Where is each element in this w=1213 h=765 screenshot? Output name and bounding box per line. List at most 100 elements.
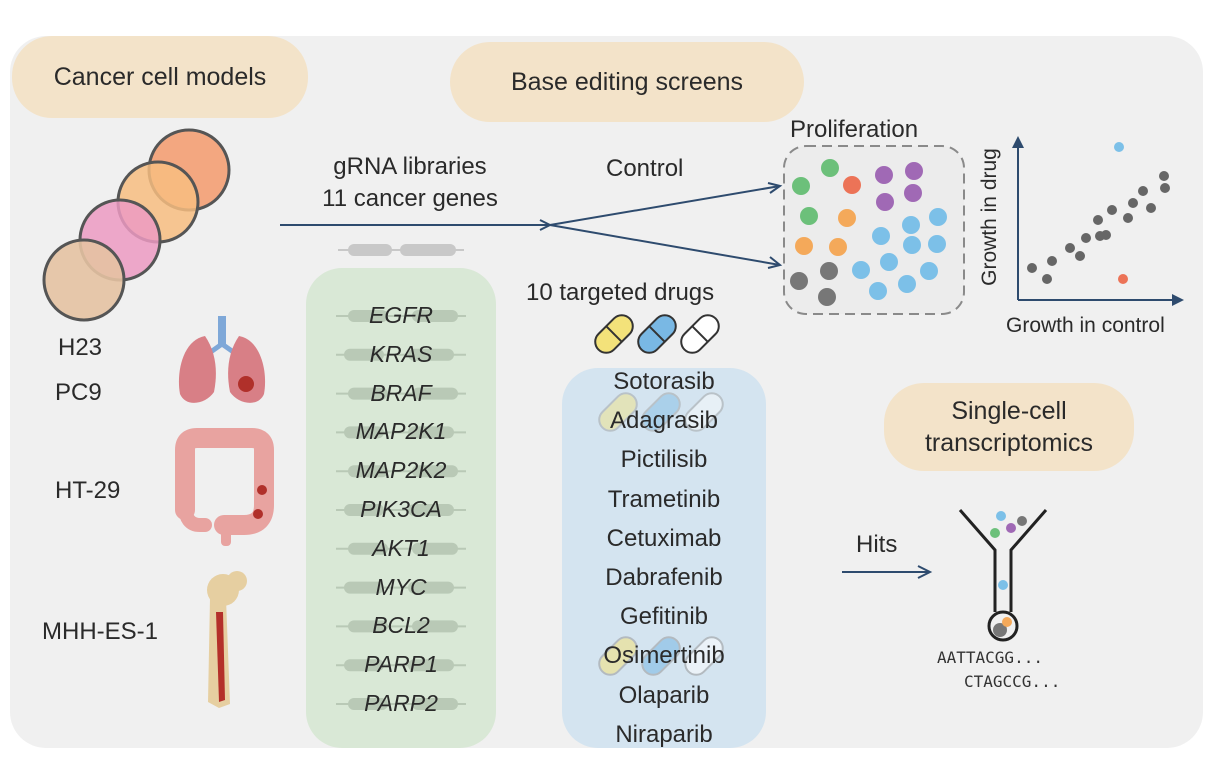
scatter-point (1118, 274, 1128, 284)
gene-strand-segment (412, 310, 458, 322)
scatter-point (1027, 263, 1037, 273)
gene-strand-segment (348, 542, 388, 555)
capsule-yellow-icon (594, 314, 634, 354)
sequence-line-2: CTAGCCG... (964, 672, 1061, 691)
gene-parp1: PARP1 (364, 651, 438, 678)
lungs-icon (178, 316, 266, 403)
single-cell-title-line1: Single-cell (951, 397, 1067, 425)
single-cell-header: Single-cell transcriptomics (884, 383, 1134, 471)
scatter-point (1146, 203, 1156, 213)
cell-dot (790, 272, 808, 290)
cell-dot (800, 207, 818, 225)
scatter-point (1101, 230, 1111, 240)
cell-dot (829, 238, 847, 256)
cell-dot (821, 159, 839, 177)
gene-library-box (306, 268, 496, 748)
cell-dot (880, 253, 898, 271)
cell-line-pc9: PC9 (55, 379, 102, 406)
library-label-line1: gRNA libraries (333, 153, 487, 180)
gene-strand-segment (344, 504, 384, 516)
gene-strand-segment (412, 542, 458, 555)
x-axis-label: Growth in control (1006, 314, 1165, 337)
scatter-point (1042, 274, 1052, 284)
drug-list-box (562, 368, 766, 748)
cell-dot (872, 227, 890, 245)
y-axis-label: Growth in drug (978, 148, 1001, 286)
single-cell-title-line2: transcriptomics (924, 429, 1094, 457)
cell-dot (920, 262, 938, 280)
hits-arrow (842, 565, 933, 579)
capsule-white-icon (680, 314, 720, 354)
gene-strand-segment (348, 387, 388, 400)
drug-dabrafenib: Dabrafenib (605, 564, 723, 591)
control-label: Control (606, 155, 684, 182)
cell-line-mhh-es-1: MHH-ES-1 (42, 618, 159, 645)
drug-niraparib: Niraparib (615, 720, 713, 748)
gene-strand-segment (408, 581, 454, 594)
cell-dot (838, 209, 856, 227)
drug-pictilisib: Pictilisib (620, 446, 708, 474)
gene-braf: BRAF (370, 379, 432, 406)
gene-map2k1: MAP2K1 (355, 418, 447, 445)
cell-models-title: Cancer cell models (53, 62, 267, 91)
faint-capsules-lower-icon (598, 636, 724, 676)
library-label-line2: 11 cancer genes (322, 185, 498, 212)
gene-strand-segment (344, 659, 384, 672)
scatter-point (1107, 205, 1117, 215)
scatter-point (1075, 251, 1085, 261)
library-to-screens-arrows (280, 182, 783, 269)
cell-dot (904, 184, 922, 202)
microfluidic-funnel-icon (958, 509, 1048, 642)
femur-icon (207, 571, 247, 708)
gene-strand-segment (348, 620, 388, 633)
cell-line-ht29: HT-29 (55, 477, 121, 504)
cell-dot (795, 237, 813, 255)
scatter-point (1160, 183, 1170, 193)
cell-dot (818, 288, 836, 306)
gene-pik3ca: PIK3CA (360, 496, 442, 522)
gene-akt1: AKT1 (372, 534, 430, 561)
funnel-cells (990, 511, 1027, 637)
cell-dot (929, 208, 947, 226)
cell-dot (852, 261, 870, 279)
cell-dot (928, 235, 946, 253)
cell-models-header: Cancer cell models (12, 36, 308, 118)
cell-dot (876, 193, 894, 211)
cell-dot (875, 166, 893, 184)
drug-trametinib: Trametinib (607, 485, 721, 513)
drug-gefitinib: Gefitinib (619, 603, 709, 631)
capsule-blue-icon (637, 314, 677, 354)
gene-strand-segment (408, 659, 454, 672)
scatter-point (1093, 215, 1103, 225)
scatter-point (1159, 171, 1169, 181)
petri-dish-tan-icon (42, 238, 126, 322)
gene-strand-segment (348, 698, 388, 710)
scatter-point (1065, 243, 1075, 253)
drugs-header: 10 targeted drugs (526, 279, 715, 306)
drug-adagrasib: Adagrasib (609, 407, 719, 435)
hits-label: Hits (856, 531, 898, 558)
cell-dot (902, 216, 920, 234)
gene-strand-segment (344, 581, 384, 594)
gene-strand-segment (344, 426, 384, 439)
gene-strand-segment (412, 465, 458, 478)
gene-strand-segment (412, 698, 458, 710)
cell-dot (820, 262, 838, 280)
grna-strand-icon (338, 244, 464, 256)
base-editing-title: Base editing screens (510, 67, 744, 96)
colon-icon (175, 428, 274, 546)
scatter-plot (1012, 136, 1184, 306)
cell-dot (792, 177, 810, 195)
gene-bcl2: BCL2 (372, 612, 430, 639)
proliferation-dots (790, 159, 947, 306)
gene-myc: MYC (375, 573, 427, 600)
base-editing-header: Base editing screens (450, 42, 804, 122)
drug-olaparib: Olaparib (618, 681, 710, 709)
gene-strand-segment (412, 620, 458, 633)
gene-strand-segment (408, 348, 454, 361)
gene-strand-segment (344, 348, 384, 361)
gene-strand-segment (408, 504, 454, 516)
gene-strand-segment (348, 310, 388, 322)
faint-capsules-upper-icon (598, 392, 724, 432)
